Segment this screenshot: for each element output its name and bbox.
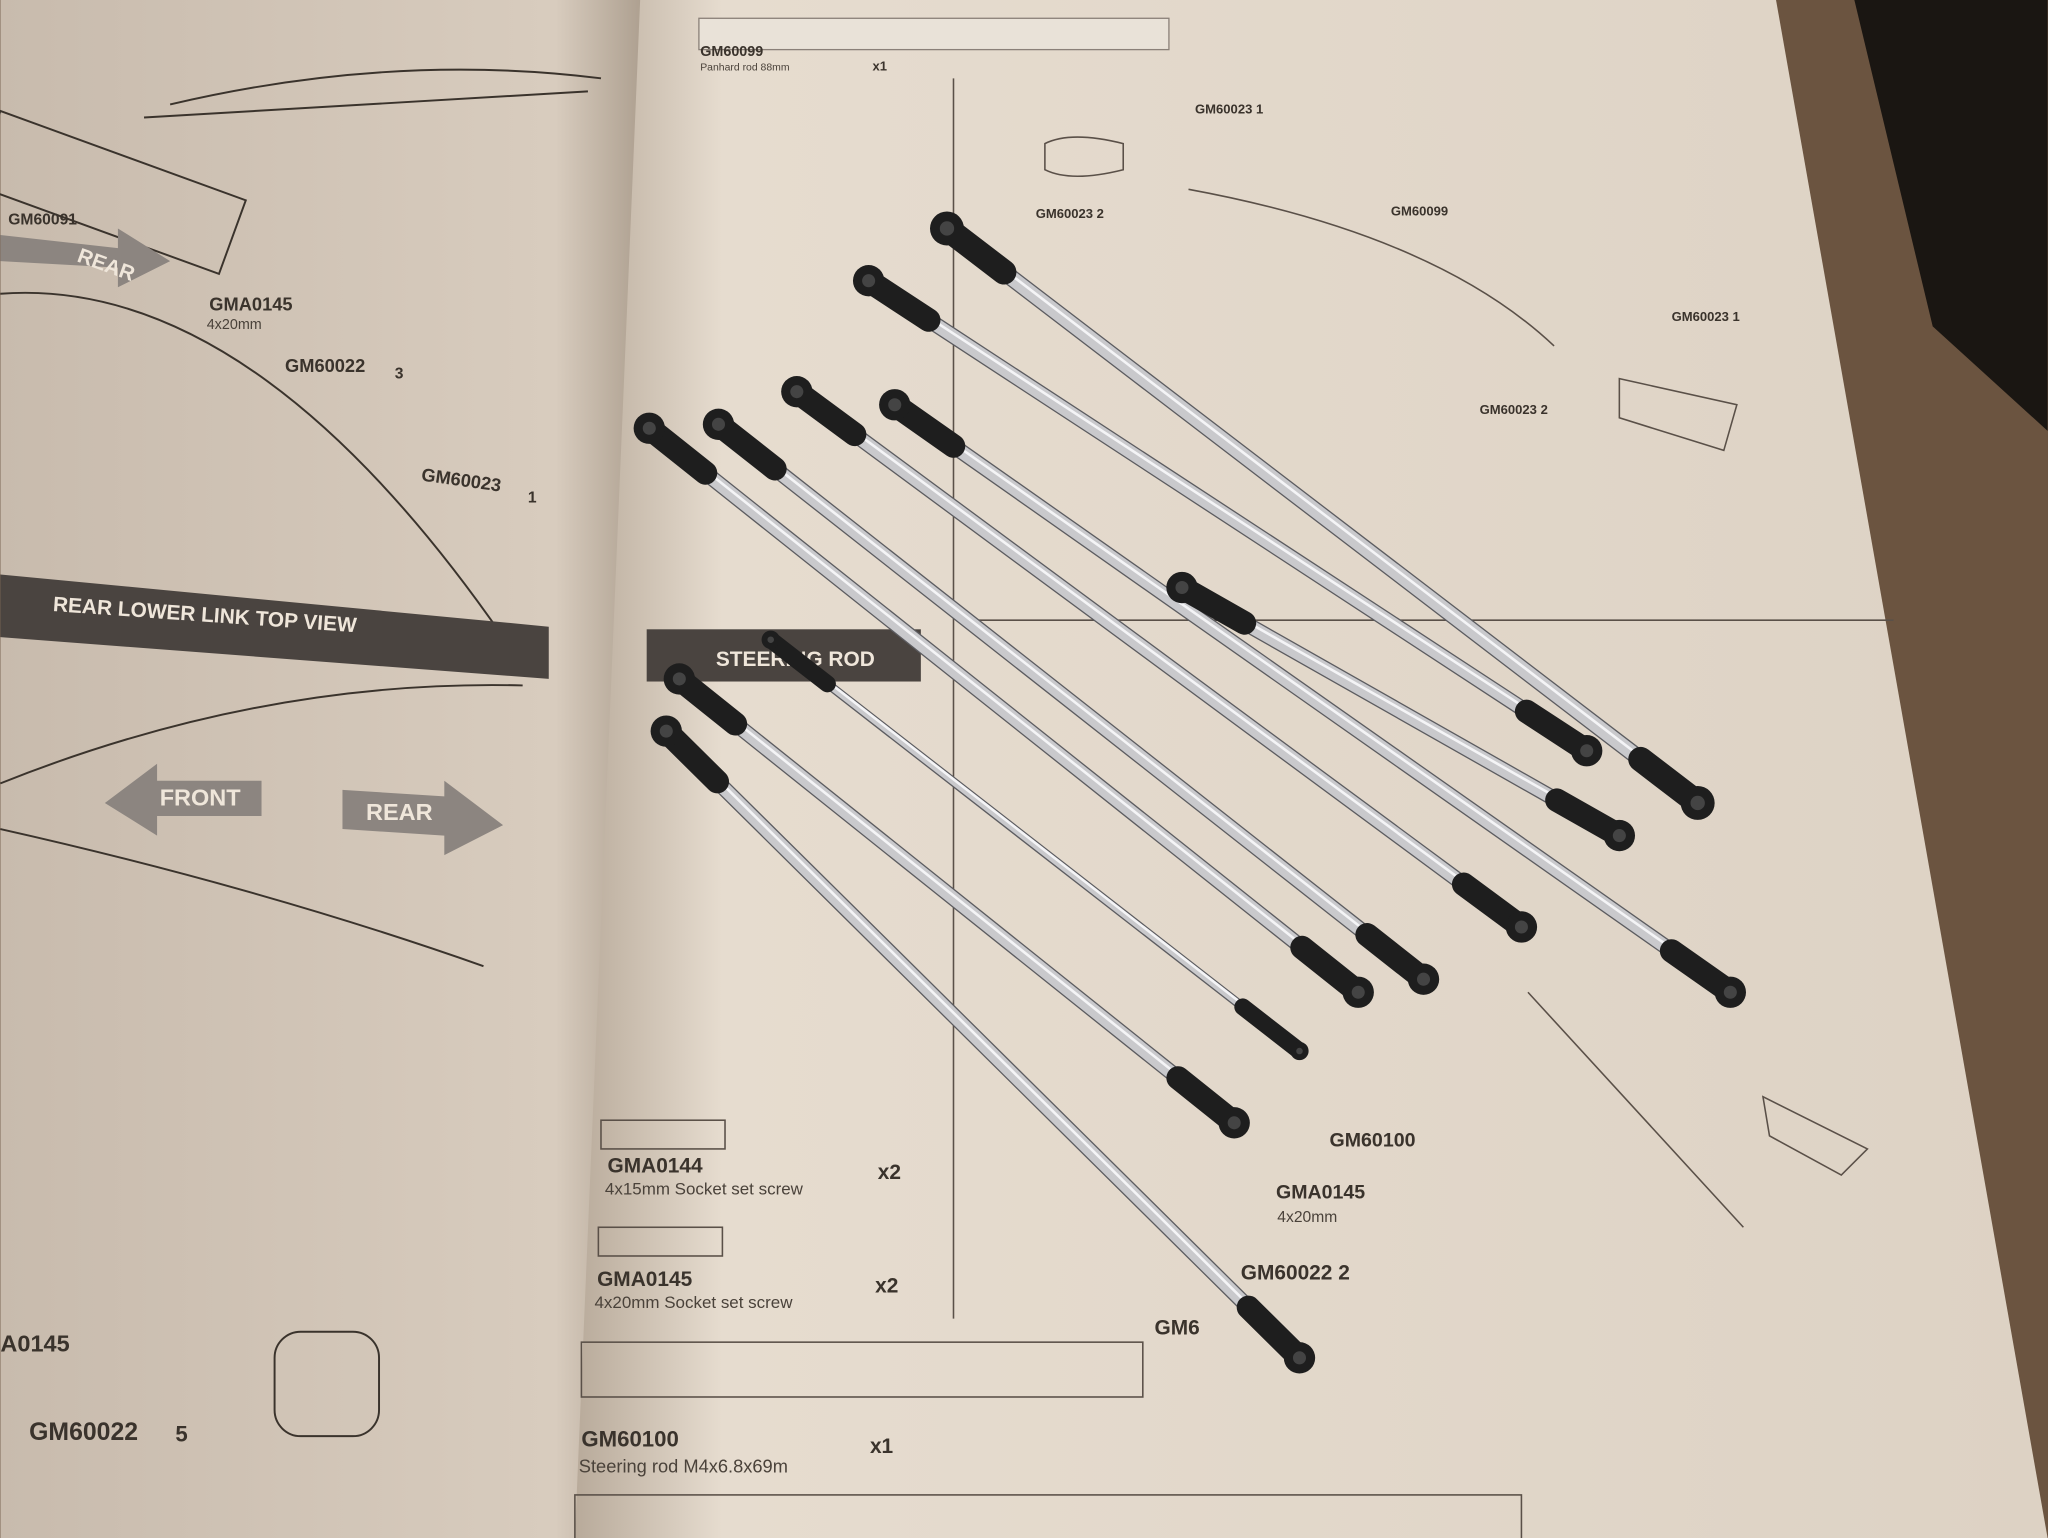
aluminum-rod (723, 713, 1190, 1089)
rod-highlight (848, 426, 1470, 887)
rod-highlight (947, 438, 1678, 954)
label-num-3: 3 (395, 366, 404, 383)
aluminum-rod (763, 458, 1379, 946)
rod-highlight (729, 716, 1185, 1081)
label-4x20mm: 4x20mm (1277, 1209, 1337, 1226)
ball-joint-hole (862, 274, 876, 288)
label-gm60022: GM60022 (285, 355, 365, 376)
aluminum-links (633, 211, 1746, 1374)
diagram-label: GM60023 2 (1036, 206, 1104, 221)
aluminum-rod (941, 435, 1684, 962)
part-code-gm60099: GM60099 (700, 44, 763, 60)
rear-arrow-left (0, 228, 171, 288)
aluminum-rod (706, 770, 1260, 1319)
ball-joint-hole (1296, 1047, 1303, 1055)
label-gma0145: GMA0145 (1276, 1182, 1365, 1204)
part-desc: Steering rod M4x6.8x69m (579, 1456, 788, 1477)
ball-joint-hole (1580, 744, 1594, 758)
part-code: GMA0144 (608, 1154, 704, 1177)
left-page-drawings (0, 68, 602, 1438)
aluminum-rod (693, 462, 1314, 959)
label-gm60022-5: GM60022 (29, 1419, 138, 1446)
label-a0145: A0145 (0, 1330, 69, 1356)
aluminum-rod (916, 309, 1539, 722)
right-page-drawings (574, 78, 1894, 1538)
part-desc: 4x20mm Socket set screw (594, 1293, 793, 1312)
ball-joint-hole (1351, 985, 1365, 999)
front-arrow (104, 763, 262, 836)
aluminum-rod (1232, 613, 1570, 810)
front-arrow-label: FRONT (160, 785, 242, 811)
part-code: GM60100 (581, 1427, 678, 1452)
ball-joint-hole (672, 672, 686, 686)
part-desc-panhard: Panhard rod 88mm (700, 63, 789, 74)
part-qty: x1 (873, 59, 888, 74)
ball-joint-hole (659, 724, 673, 738)
part-qty: x1 (870, 1435, 894, 1458)
ball-joint-hole (1723, 985, 1737, 999)
rod-highlight (922, 312, 1533, 714)
rod-highlight (998, 264, 1647, 762)
aluminum-rod (842, 423, 1476, 895)
label-4x20mm: 4x20mm (207, 317, 262, 333)
ball-joint-hole (1690, 795, 1705, 811)
diagram-label: GM60023 1 (1195, 102, 1263, 117)
diagram-label: GM60023 1 (1672, 309, 1740, 324)
label-gma0145: GMA0145 (209, 294, 292, 315)
label-gm60091: GM60091 (8, 212, 77, 229)
ball-joint-hole (1416, 972, 1431, 986)
label-num-5: 5 (175, 1421, 187, 1446)
part-desc: 4x15mm Socket set screw (605, 1180, 804, 1199)
ball-joint-hole (642, 421, 656, 435)
ball-joint-hole (1292, 1351, 1307, 1365)
part-qty: x2 (875, 1275, 898, 1298)
rod-highlight (711, 773, 1255, 1311)
ball-joint-hole (1514, 920, 1528, 934)
rod-end (1234, 998, 1308, 1060)
aluminum-rod (818, 676, 1252, 1015)
rear-lower-link-banner (0, 574, 549, 679)
rod-highlight (768, 461, 1374, 938)
ball-joint-hole (888, 398, 902, 412)
panhard-rod-drawing (698, 17, 1170, 51)
diagram-label: GM60099 (1391, 203, 1448, 218)
left-page (0, 0, 654, 1538)
label-num-1: 1 (528, 490, 537, 507)
rod-end (762, 631, 836, 693)
label-partial: GM6 (1155, 1316, 1200, 1339)
ball-joint-hole (1175, 580, 1189, 595)
ball-joint-hole (790, 385, 804, 399)
aluminum-rod (991, 260, 1654, 771)
rod-highlight (821, 676, 1249, 1010)
ball-joint-hole (1227, 1116, 1241, 1130)
rod-highlight (1238, 615, 1564, 802)
part-qty: x2 (878, 1161, 901, 1184)
ball-joint-hole (767, 636, 774, 644)
rear-arrow (342, 780, 504, 856)
part-code: GMA0145 (597, 1268, 693, 1291)
rod-highlight (699, 465, 1308, 951)
diagram-label: GM60023 2 (1480, 402, 1548, 417)
ball-joint-hole (1612, 829, 1626, 843)
ball-joint-hole (939, 221, 955, 236)
ball-joint-hole (711, 417, 726, 431)
rear-arrow-2-label: REAR (366, 799, 433, 825)
label-gm60022-2: GM60022 2 (1241, 1261, 1350, 1284)
label-gm60100: GM60100 (1330, 1129, 1416, 1151)
sprue-parts (1854, 0, 2048, 431)
